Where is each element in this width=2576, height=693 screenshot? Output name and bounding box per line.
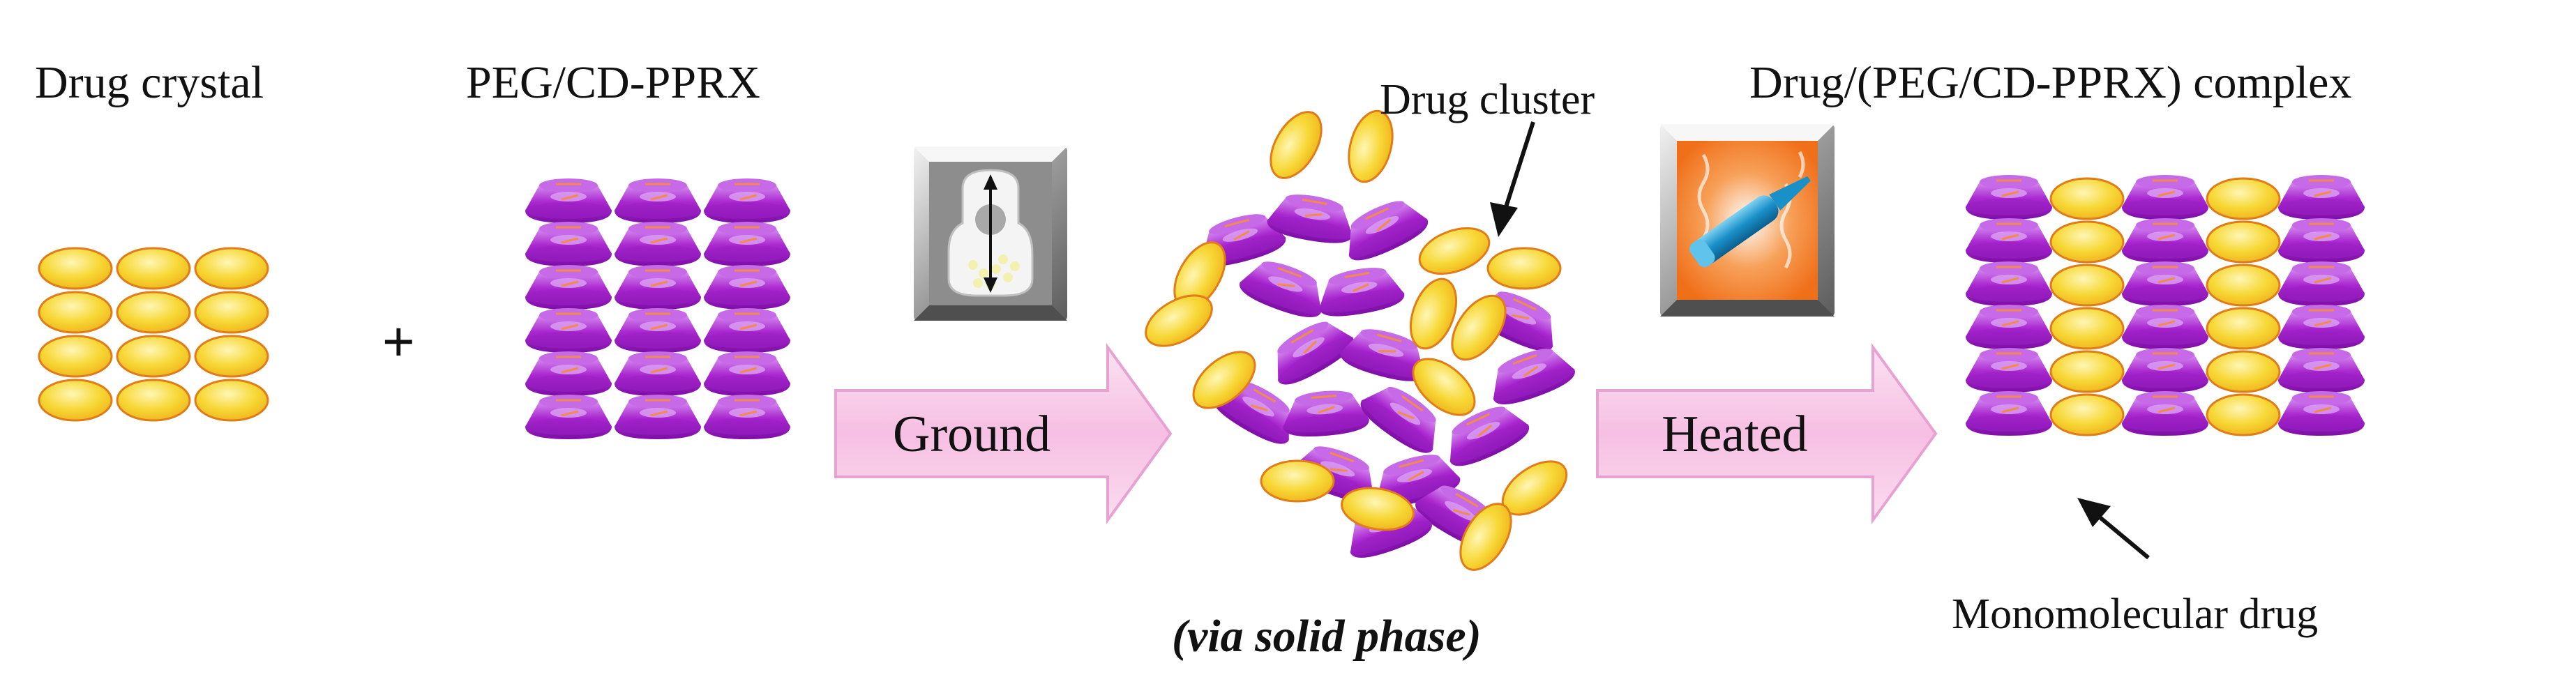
cd-ring: [2277, 174, 2366, 221]
drug-molecule: [1260, 459, 1335, 503]
cd-ring: [1279, 386, 1371, 441]
cd-ring: [613, 393, 702, 441]
cd-ring: [613, 307, 702, 354]
drug-molecule: [116, 379, 191, 422]
drug-crystal-group: [38, 247, 269, 422]
drug-molecule: [116, 335, 191, 378]
peg-cd-pprx-label: PEG/CD-PPRX: [466, 57, 760, 108]
cd-ring: [2277, 303, 2366, 351]
cd-ring: [1964, 174, 2054, 221]
drug-molecule: [38, 335, 113, 378]
drug-molecule: [2206, 264, 2281, 307]
cd-ring: [702, 393, 792, 441]
drug-cluster-pointer-arrow: [1490, 121, 1535, 237]
drug-molecule: [1486, 247, 1562, 290]
drug-molecule: [2049, 177, 2125, 220]
cd-ring: [1234, 251, 1334, 325]
cd-ring: [1481, 338, 1581, 412]
cd-ring: [702, 307, 792, 354]
drug-molecule: [194, 379, 269, 422]
drug-molecule: [194, 335, 269, 378]
cd-ring: [2121, 346, 2210, 394]
cd-ring: [1964, 217, 2054, 264]
heated-label: Heated: [1662, 406, 1808, 463]
cd-ring: [2121, 217, 2210, 264]
drug-molecule: [1259, 102, 1333, 188]
cd-ring: [2277, 390, 2366, 437]
cd-ring: [702, 264, 792, 311]
cd-ring: [613, 177, 702, 224]
cd-ring: [702, 350, 792, 397]
cd-ring: [1964, 303, 2054, 351]
cd-ring: [2121, 174, 2210, 221]
cd-ring: [1964, 390, 2054, 437]
plus-sign: +: [382, 310, 415, 372]
cd-ring: [2277, 260, 2366, 307]
drug-molecule: [2049, 220, 2125, 264]
cd-ring: [702, 220, 792, 268]
drug-molecule: [2049, 307, 2125, 350]
cd-ring: [524, 350, 613, 397]
cd-ring: [702, 177, 792, 224]
drug-molecule: [2206, 393, 2281, 436]
ground-arrow: [834, 342, 1173, 525]
complex-label: Drug/(PEG/CD-PPRX) complex: [1749, 57, 2352, 108]
peg-cd-pprx-group: [524, 177, 792, 441]
drug-molecule: [1412, 218, 1497, 284]
drug-molecule: [116, 247, 191, 290]
drug-crystal-label: Drug crystal: [35, 57, 264, 108]
drug-molecule: [2049, 393, 2125, 436]
cd-ring: [613, 220, 702, 268]
cd-ring: [1964, 260, 2054, 307]
cd-ring: [2121, 303, 2210, 351]
cd-ring: [524, 393, 613, 441]
cd-ring: [524, 177, 613, 224]
drug-molecule: [194, 247, 269, 290]
cd-ring: [2121, 260, 2210, 307]
complex-group: [1964, 174, 2366, 437]
monomolecular-drug-pointer-arrow: [2077, 498, 2150, 560]
monomolecular-drug-label: Monomolecular drug: [1952, 591, 2319, 638]
drug-cluster-label: Drug cluster: [1380, 76, 1595, 123]
drug-cluster-group: [1136, 102, 1581, 580]
drug-molecule: [2206, 307, 2281, 350]
cd-ring: [2277, 217, 2366, 264]
drug-molecule: [2206, 177, 2281, 220]
ball-mill-icon: [914, 146, 1067, 321]
drug-molecule: [2049, 264, 2125, 307]
drug-molecule: [38, 291, 113, 334]
cd-ring: [524, 264, 613, 311]
drug-molecule: [116, 291, 191, 334]
cd-ring: [2121, 390, 2210, 437]
heated-arrow: [1596, 342, 1938, 525]
drug-molecule: [2206, 220, 2281, 264]
cd-ring: [1964, 346, 2054, 394]
drug-molecule: [38, 247, 113, 290]
via-solid-phase-label: (via solid phase): [1172, 611, 1482, 662]
cd-ring: [1312, 261, 1408, 322]
cd-ring: [524, 307, 613, 354]
drug-molecule: [2206, 350, 2281, 393]
drug-molecule: [194, 291, 269, 334]
drug-molecule: [38, 379, 113, 422]
heater-tube-icon: [1660, 124, 1835, 317]
cd-ring: [613, 350, 702, 397]
cd-ring: [613, 264, 702, 311]
ground-label: Ground: [893, 406, 1051, 463]
cd-ring: [2277, 346, 2366, 394]
drug-molecule: [2049, 350, 2125, 393]
cd-ring: [524, 220, 613, 268]
